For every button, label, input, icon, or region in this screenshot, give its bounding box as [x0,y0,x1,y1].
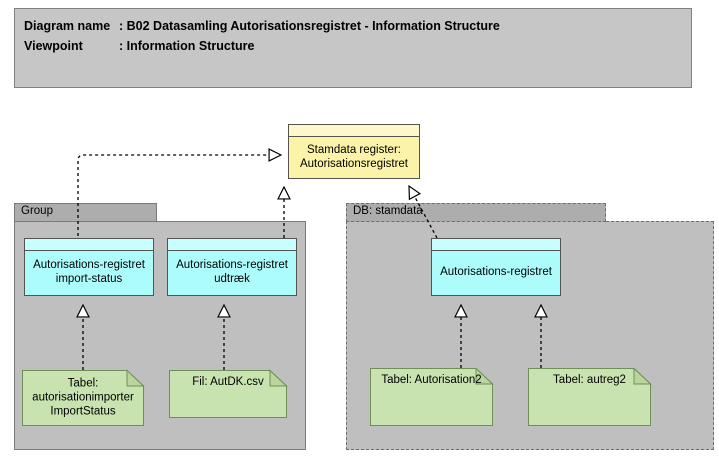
node-header-strip [25,239,153,251]
document-label: Tabel: Autorisation2 [381,374,482,386]
node-header-strip [168,239,296,251]
node-label: Autorisations-registret udtræk [176,259,288,285]
diagram-name-key: Diagram name [24,19,111,33]
node-label: Stamdata register: Autorisationsregistre… [299,143,409,170]
document-tabel-autreg2[interactable]: Tabel: autreg2 [528,367,652,426]
node-header-strip [432,239,560,251]
node-autorisationsregistret-import-status[interactable]: Autorisations-registret import-status [24,238,154,296]
document-tabel-autorisationimporter-importstatus[interactable]: Tabel: autorisationimporter ImportStatus [22,369,145,426]
diagram-title-box: Diagram name: B02 Datasamling Autorisati… [14,8,692,88]
document-shape [169,369,288,418]
node-autorisationsregistret-udtraek[interactable]: Autorisations-registret udtræk [167,238,297,296]
node-stamdata-register[interactable]: Stamdata register: Autorisationsregistre… [288,124,420,179]
node-label: Autorisations-registret [440,266,552,279]
node-label: Autorisations-registret import-status [33,259,145,285]
group-label: Group [21,205,53,217]
document-shape [22,369,145,426]
document-label: Fil: AutDK.csv [192,376,264,388]
viewpoint-line: Viewpoint: Information Structure [24,39,254,53]
diagram-name-separator: : [119,19,124,33]
viewpoint-key: Viewpoint [24,39,83,53]
diagram-name-value: B02 Datasamling Autorisationsregistret -… [126,19,500,33]
document-label: Tabel: autorisationimporter ImportStatus [32,377,134,417]
document-fil-autdk-csv[interactable]: Fil: AutDK.csv [169,369,288,418]
node-header-strip [289,125,419,137]
diagram-name-line: Diagram name: B02 Datasamling Autorisati… [24,19,500,33]
group-label: DB: stamdata [353,205,423,217]
node-autorisationsregistret[interactable]: Autorisations-registret [431,238,561,296]
viewpoint-separator: : [119,39,124,53]
document-shape [370,367,494,426]
document-tabel-autorisation2[interactable]: Tabel: Autorisation2 [370,367,494,426]
document-shape [528,367,652,426]
viewpoint-value: Information Structure [126,39,255,53]
document-label: Tabel: autreg2 [553,374,626,386]
